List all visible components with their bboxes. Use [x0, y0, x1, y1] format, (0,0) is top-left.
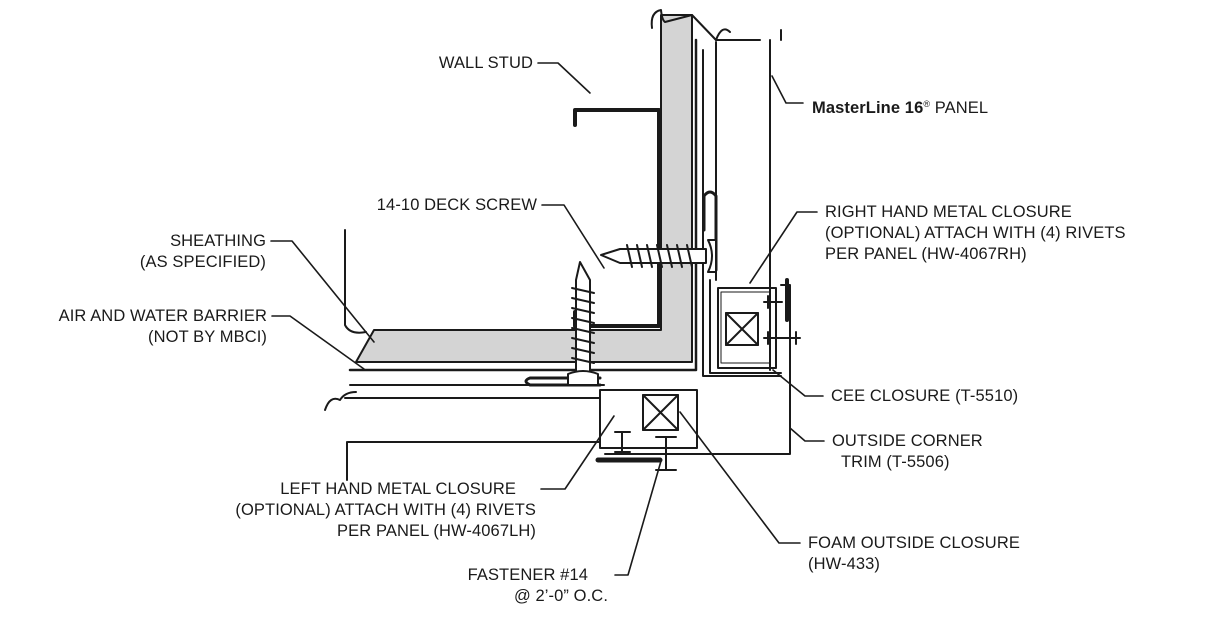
foam-closure-right: [725, 312, 759, 346]
label-deck-screw: 14-10 DECK SCREW: [376, 196, 537, 214]
label-left-hand-closure: LEFT HAND METAL CLOSURE (OPTIONAL) ATTAC…: [235, 480, 536, 540]
foam-closure-left: [642, 394, 679, 431]
deck-screw-horizontal: [600, 239, 717, 273]
label-foam-outside-closure: FOAM OUTSIDE CLOSURE (HW-433): [808, 534, 1020, 573]
label-cee-closure: CEE CLOSURE (T-5510): [831, 387, 1019, 405]
label-wall-stud: WALL STUD: [438, 54, 533, 72]
label-panel-reg: ®: [923, 99, 931, 109]
label-outside-corner-trim: OUTSIDE CORNER TRIM (T-5506): [832, 432, 983, 471]
vertical-panel: [702, 49, 782, 377]
label-sheathing: SHEATHING (AS SPECIFIED): [139, 232, 266, 271]
break-line-top: [650, 9, 731, 41]
horizontal-seam: [524, 376, 602, 387]
label-right-hand-closure: RIGHT HAND METAL CLOSURE (OPTIONAL) ATTA…: [825, 203, 1126, 263]
label-panel-brand: MasterLine 16: [812, 99, 924, 117]
right-hand-closure: [717, 287, 777, 369]
label-fastener: FASTENER #14 @ 2’-0” O.C.: [467, 566, 608, 605]
deck-screw-vertical: [567, 261, 599, 386]
panel-seam: [702, 190, 718, 272]
label-air-water-barrier: AIR AND WATER BARRIER (NOT BY MBCI): [58, 307, 267, 346]
leader-lines: [270, 62, 825, 576]
left-hand-closure: [599, 389, 698, 449]
label-panel-word: PANEL: [930, 99, 989, 117]
label-masterline-panel: MasterLine 16® PANEL: [812, 94, 988, 119]
cee-closure: [709, 279, 782, 374]
air-water-barrier: [348, 38, 698, 372]
